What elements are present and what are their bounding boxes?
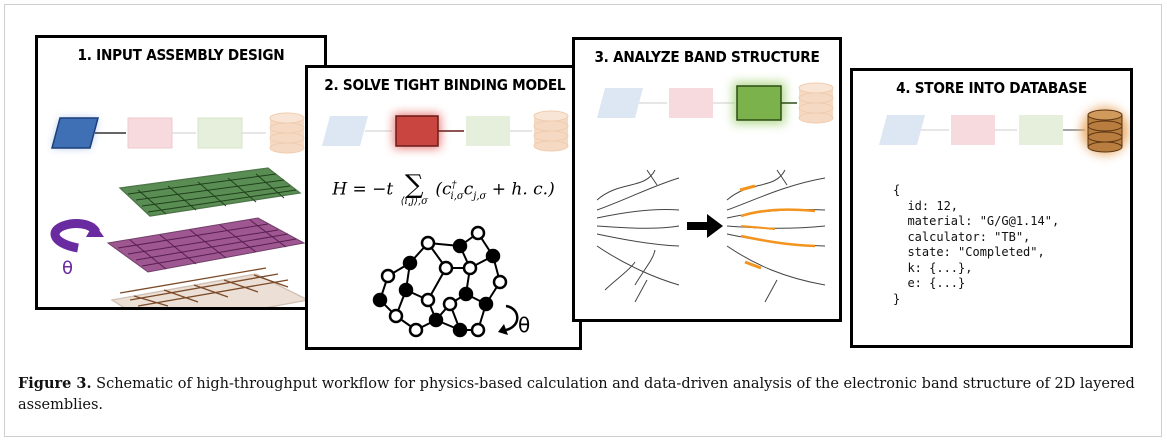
box-analyze-icon [197, 117, 243, 149]
lattice-nodes [372, 225, 508, 338]
layer-green [118, 167, 302, 217]
panel-solve-tight-binding: 2. SOLVE TIGHT BINDING MODEL [305, 65, 582, 350]
layer-purple [106, 217, 306, 273]
record-line: e: {...} [893, 276, 966, 290]
equation-sum: ∑ ⟨i,j⟩,σ [400, 170, 428, 207]
database-icon [269, 112, 305, 154]
workflow-stage-icons: θ [50, 112, 311, 307]
band-structure-highlighted [726, 169, 826, 303]
record-fields: id: 12, material: "G/G@1.14", calculator… [893, 199, 1059, 291]
caption-text: Schematic of high-throughput workflow fo… [18, 376, 1135, 413]
panel-title: 2. SOLVE TIGHT BINDING MODEL [324, 76, 566, 94]
figure-frame [4, 4, 1162, 437]
panel-title: 3. ANALYZE BAND STRUCTURE [594, 48, 820, 66]
figure-caption: Figure 3. Schematic of high-throughput w… [18, 373, 1138, 416]
parallelogram-input-icon [322, 116, 368, 146]
rotation-arrow-icon [498, 304, 519, 335]
theta-symbol: θ [62, 258, 73, 279]
database-icon [533, 110, 569, 152]
record-line: k: {...}, [907, 260, 973, 275]
database-icon [798, 82, 834, 124]
database-record: { id: 12, material: "G/G@1.14", calculat… [893, 183, 1060, 306]
workflow-stage-icons: θ [322, 110, 569, 338]
panel-title: 4. STORE INTO DATABASE [896, 79, 1087, 97]
equation-lhs: H = −t [332, 179, 394, 200]
box-analyze-icon [736, 85, 782, 121]
parallelogram-input-icon [51, 117, 99, 149]
record-line: state: "Completed", [907, 245, 1045, 259]
workflow-stage-icons [879, 107, 1129, 155]
panel-title: 1. INPUT ASSEMBLY DESIGN [77, 46, 285, 64]
box-solve-icon [127, 117, 173, 149]
record-line: material: "G/G@1.14", [907, 214, 1060, 228]
box-analyze-icon [466, 116, 510, 146]
record-line: calculator: "TB", [907, 229, 1031, 244]
right-arrow-icon [687, 214, 723, 238]
box-solve-icon [395, 115, 439, 147]
panel-store-database: 4. STORE INTO DATABASE { id: 12, materia… [850, 68, 1133, 348]
box-solve-icon [669, 88, 713, 118]
panel-input-assembly: 1. INPUT ASSEMBLY DESIGN [35, 35, 327, 310]
panel-analyze-band-structure: 3. ANALYZE BAND STRUCTURE [572, 37, 842, 322]
box-solve-icon [951, 115, 995, 145]
band-structure-plot [596, 169, 680, 303]
box-analyze-icon [1019, 115, 1063, 145]
caption-label: Figure 3. [18, 375, 92, 392]
parallelogram-input-icon [879, 115, 925, 145]
hamiltonian-equation: H = −t ∑ ⟨i,j⟩,σ (c†i,σcj,σ + h. c.) [332, 170, 555, 207]
workflow-stage-icons [596, 82, 834, 303]
theta-symbol: θ [518, 313, 530, 337]
layer-brown [110, 267, 311, 307]
parallelogram-input-icon [597, 88, 643, 118]
record-line: id: 12, [907, 198, 959, 213]
database-icon [1087, 109, 1123, 153]
rotation-arrow-icon [50, 219, 104, 253]
